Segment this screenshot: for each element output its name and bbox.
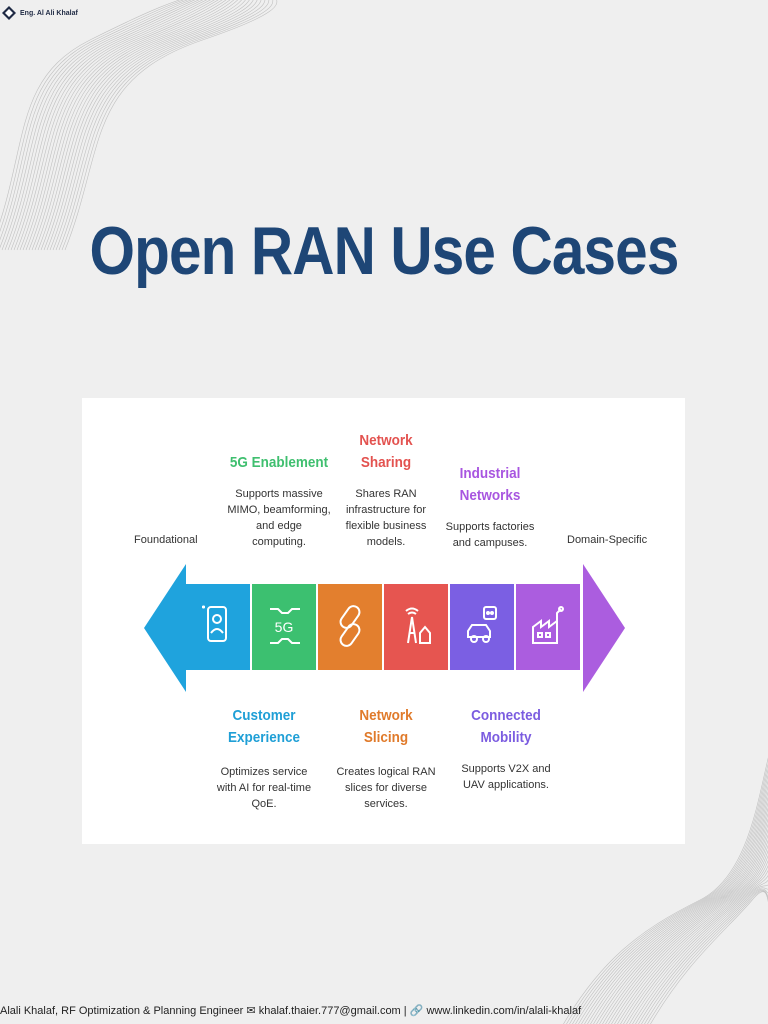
- phone-hand-icon: [202, 605, 227, 642]
- tower-share-icon: [405, 607, 431, 644]
- link-icon: 🔗: [409, 1005, 424, 1017]
- footer-email[interactable]: khalaf.thaier.777@gmail.com: [258, 1005, 401, 1017]
- desc-5g-enablement: Supports massive MIMO, beamforming, and …: [227, 488, 331, 548]
- svg-text:5G: 5G: [275, 619, 294, 635]
- segment-network-slicing: [318, 584, 382, 670]
- desc-industrial-networks: Supports factories and campuses.: [445, 521, 535, 549]
- caption-network-sharing: Network Sharing: [359, 432, 413, 471]
- caption-industrial-networks: Industrial Networks: [459, 465, 521, 504]
- segment-industrial-networks: [516, 584, 580, 670]
- 5g-signal-icon: 5G: [270, 608, 300, 644]
- label-foundational: Foundational: [134, 534, 198, 546]
- segment-connected-mobility: [450, 584, 514, 670]
- mailbox-icon: ✉: [246, 1005, 256, 1017]
- page-title: Open RAN Use Cases: [89, 213, 679, 289]
- footer-linkedin[interactable]: www.linkedin.com/in/alali-khalaf: [426, 1005, 582, 1017]
- segment-customer-experience: [186, 584, 250, 670]
- footer: Alali Khalaf, RF Optimization & Planning…: [0, 1004, 768, 1017]
- caption-network-slicing: Network Slicing: [359, 707, 413, 746]
- brand-name: Eng. Al Ali Khalaf: [20, 9, 78, 17]
- factory-robot-icon: [532, 606, 564, 644]
- desc-network-sharing: Shares RAN infrastructure for flexible b…: [345, 488, 427, 548]
- diagram-card: 5G Enablement Supports massive MIMO, bea…: [82, 398, 685, 844]
- robot-car-icon: [467, 606, 497, 643]
- caption-5g-enablement: 5G Enablement: [229, 454, 329, 471]
- caption-customer-experience: Customer Experience: [227, 707, 301, 746]
- segment-5g-enablement: 5G: [252, 584, 316, 670]
- footer-separator: |: [403, 1005, 407, 1017]
- label-domain-specific: Domain-Specific: [567, 534, 648, 546]
- desc-customer-experience: Optimizes service with AI for real-time …: [216, 766, 312, 810]
- segment-network-sharing: [384, 584, 448, 670]
- desc-network-slicing: Creates logical RAN slices for diverse s…: [336, 766, 436, 810]
- right-arrow-head: [583, 564, 625, 692]
- chain-link-icon: [339, 605, 361, 647]
- left-arrow-head: [144, 564, 186, 692]
- desc-connected-mobility: Supports V2X and UAV applications.: [461, 763, 551, 791]
- diamond-logo-icon: [2, 6, 16, 20]
- footer-author: Alali Khalaf, RF Optimization & Planning…: [0, 1005, 244, 1017]
- caption-connected-mobility: Connected Mobility: [471, 707, 541, 746]
- brand: Eng. Al Ali Khalaf: [2, 6, 78, 20]
